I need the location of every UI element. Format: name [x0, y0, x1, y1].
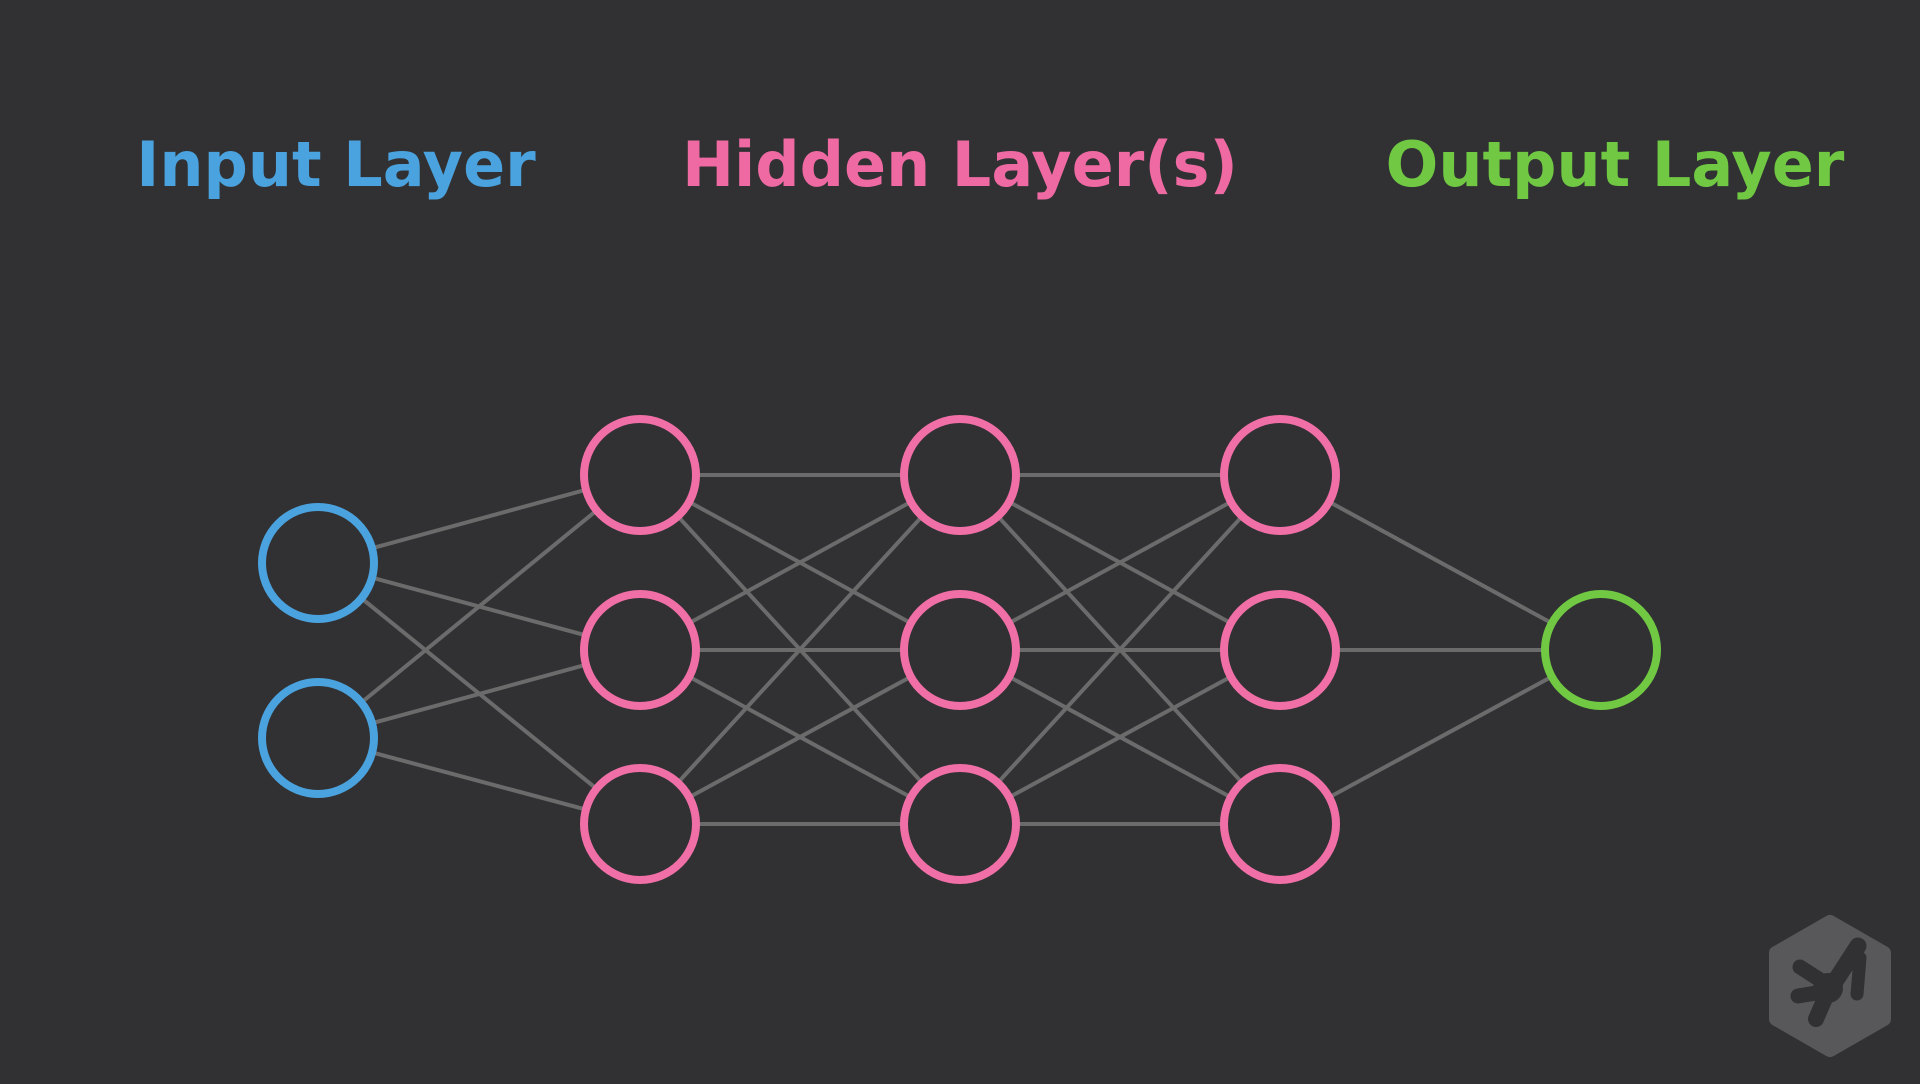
output-layer-node-1 — [1541, 590, 1661, 710]
hidden-layer-2-node-3 — [900, 764, 1020, 884]
input-layer-label: Input Layer — [136, 128, 536, 201]
hidden-layer-3-node-3 — [1220, 764, 1340, 884]
edge — [639, 473, 961, 652]
output-layer-label: Output Layer — [1385, 128, 1845, 201]
edge — [1279, 473, 1602, 652]
edge — [638, 473, 962, 826]
hidden-layer-2-node-2 — [900, 590, 1020, 710]
edge — [959, 473, 1281, 652]
hidden-layer-2-node-1 — [900, 415, 1020, 535]
edge — [639, 648, 961, 826]
hidden-layer-1-node-1 — [580, 415, 700, 535]
hidden-layer-3-node-1 — [1220, 415, 1340, 535]
hidden-layer-label: Hidden Layer(s) — [682, 128, 1238, 201]
input-layer-node-2 — [258, 678, 378, 798]
edge — [1279, 648, 1602, 826]
edge — [958, 473, 1282, 826]
input-layer-node-1 — [258, 503, 378, 623]
hidden-layer-1-node-2 — [580, 590, 700, 710]
hidden-layer-3-node-2 — [1220, 590, 1340, 710]
hidden-layer-1-node-3 — [580, 764, 700, 884]
edge — [316, 473, 642, 740]
edge — [959, 648, 1281, 826]
frog-foot-icon — [1790, 937, 1867, 1027]
nodes-group — [258, 415, 1661, 884]
